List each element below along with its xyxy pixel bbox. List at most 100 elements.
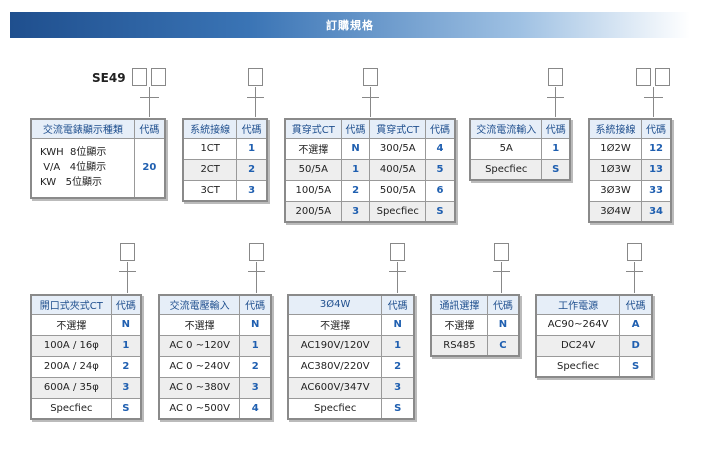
table-header-code: 代碼	[236, 118, 268, 139]
option-label: 不選擇	[158, 313, 241, 336]
option-code-value: 1	[340, 158, 371, 181]
connector	[256, 271, 257, 293]
table-header: 貫穿式CT	[369, 118, 427, 139]
option-label: 4位顯示	[69, 162, 107, 174]
option-code-value: 13	[641, 158, 672, 181]
connector	[149, 97, 150, 117]
table-header: 交流電壓輸入	[158, 294, 241, 315]
option-label: 50/5A	[284, 158, 342, 181]
table-header-code: 代碼	[641, 118, 672, 139]
display-options-cell: KWH 8位顯示 V/A 4位顯示 KW 5位顯示	[30, 137, 135, 199]
option-label: 3Ø3W	[588, 179, 643, 202]
table-header: 貫穿式CT	[284, 118, 342, 139]
option-label: AC 0 ~380V	[158, 376, 241, 399]
option-code-value: S	[619, 355, 653, 378]
option-code-value: 3	[381, 376, 415, 399]
option-label: 200A / 24φ	[30, 355, 112, 378]
connector	[370, 87, 371, 97]
option-label: 100/5A	[284, 179, 342, 202]
option-code-value: S	[110, 397, 142, 420]
option-code-value: 12	[641, 137, 672, 160]
option-label: 不選擇	[284, 137, 342, 160]
connector	[634, 262, 635, 271]
code-box-voltage-input	[249, 243, 264, 261]
table-display-type: 交流電錶顯示種類代碼 KWH 8位顯示 V/A 4位顯示 KW 5位顯示 20	[30, 118, 166, 199]
option-label: 3CT	[182, 179, 238, 202]
table-header-code: 代碼	[133, 118, 166, 139]
code-box-current-input	[548, 68, 563, 86]
option-label: Specfiec	[287, 397, 383, 420]
table-header: 工作電源	[535, 294, 621, 315]
code-box-3p4w	[390, 243, 405, 261]
option-code-value: 3	[110, 376, 142, 399]
option-code-value: 2	[239, 355, 272, 378]
option-label: 1Ø2W	[588, 137, 643, 160]
connector	[397, 262, 398, 271]
table-header: 系統接線	[588, 118, 643, 139]
connector	[127, 262, 128, 271]
option-code-value: S	[541, 158, 571, 181]
option-label: 2CT	[182, 158, 238, 181]
header-banner: 訂購規格	[10, 12, 690, 38]
table-header-code: 代碼	[239, 294, 272, 315]
code-box-display-2	[151, 68, 166, 86]
option-code-value: 2	[236, 158, 268, 181]
option-code-value: 3	[239, 376, 272, 399]
connector	[634, 271, 635, 293]
option-code: V/A	[43, 162, 61, 174]
table-header: 交流電錶顯示種類	[30, 118, 135, 139]
connector	[255, 97, 256, 117]
option-code-value: C	[486, 334, 520, 357]
table-header-code: 代碼	[541, 118, 571, 139]
option-label: 300/5A	[369, 137, 427, 160]
code-box-through-ct	[363, 68, 378, 86]
option-code-value: 3	[340, 200, 371, 223]
option-code-value: 2	[110, 355, 142, 378]
option-code-value: 4	[425, 137, 456, 160]
option-code-value: 5	[425, 158, 456, 181]
option-label: 5A	[469, 137, 543, 160]
option-label: 200/5A	[284, 200, 342, 223]
model-code: SE49	[92, 71, 126, 85]
option-label: 1Ø3W	[588, 158, 643, 181]
table-header-code: 代碼	[619, 294, 653, 315]
option-code-value: N	[486, 313, 520, 336]
option-label: Specfiec	[469, 158, 543, 181]
connector	[256, 262, 257, 271]
option-code-value: 6	[425, 179, 456, 202]
option-label: 600A / 35φ	[30, 376, 112, 399]
table-header: 3Ø4W	[287, 294, 383, 315]
option-label: AC 0 ~120V	[158, 334, 241, 357]
option-code-value: A	[619, 313, 653, 336]
option-label: 1CT	[182, 137, 238, 160]
option-code: KW	[40, 177, 57, 189]
option-label: AC 0 ~240V	[158, 355, 241, 378]
option-label: Specfiec	[30, 397, 112, 420]
option-label: 100A / 16φ	[30, 334, 112, 357]
option-code-value: 4	[239, 397, 272, 420]
option-code-value: N	[340, 137, 371, 160]
table-header-code: 代碼	[425, 118, 456, 139]
connector	[397, 271, 398, 293]
connector	[653, 97, 654, 117]
option-code-value: N	[110, 313, 142, 336]
option-code-value: 1	[541, 137, 571, 160]
table-header: 開口式夾式CT	[30, 294, 112, 315]
code-box-system-wiring-2-1	[636, 68, 651, 86]
table-header-code: 代碼	[340, 118, 371, 139]
option-label: AC600V/347V	[287, 376, 383, 399]
connector	[127, 271, 128, 293]
table-header-code: 代碼	[110, 294, 142, 315]
option-code-value: N	[381, 313, 415, 336]
option-code-value: 2	[381, 355, 415, 378]
table-header-code: 代碼	[381, 294, 415, 315]
code-box-system-wiring	[248, 68, 263, 86]
table-header: 系統接線	[182, 118, 238, 139]
option-code-value: D	[619, 334, 653, 357]
